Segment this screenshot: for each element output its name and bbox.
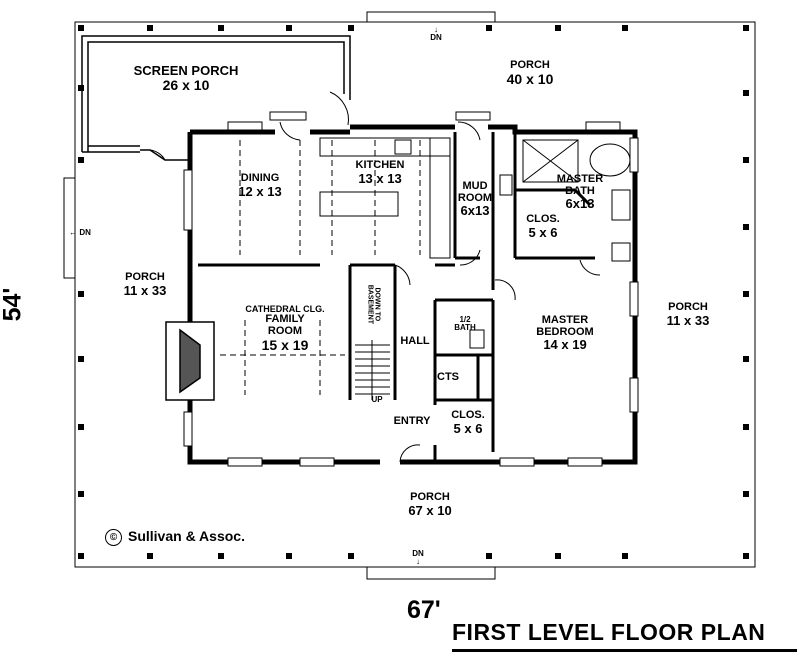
room-name-2: BATH <box>454 323 476 333</box>
room-master-bedroom: MASTER BEDROOM 14 x 19 <box>515 314 615 353</box>
room-entry: ENTRY <box>384 415 440 428</box>
room-size: 12 x 13 <box>238 183 282 199</box>
stairs-up-label: UP <box>362 395 392 404</box>
bath-fixtures <box>469 139 631 349</box>
room-size: 14 x 19 <box>543 337 587 353</box>
down-marker-text: ← DN <box>60 228 100 237</box>
depth-dimension: 54' <box>0 287 27 322</box>
copyright: © Sullivan & Assoc. <box>105 528 245 546</box>
down-marker-text: DN <box>430 33 442 43</box>
down-marker-text: DN <box>412 549 424 558</box>
beam-dashes <box>220 140 421 395</box>
room-porch-left: PORCH 11 x 33 <box>105 271 185 298</box>
plan-title: FIRST LEVEL FLOOR PLAN <box>452 619 766 645</box>
room-size: 26 x 10 <box>162 76 210 93</box>
room-dining: DINING 12 x 13 <box>220 172 300 199</box>
down-text: DN <box>79 228 91 237</box>
left-arrow-icon: ← <box>69 228 78 237</box>
room-name: PORCH <box>410 491 450 503</box>
copyright-icon: © <box>105 528 122 546</box>
room-name: PORCH <box>510 59 550 71</box>
room-mud-room: MUD ROOM 6x13 <box>455 180 495 219</box>
room-size: 11 x 33 <box>666 312 710 328</box>
room-size: 40 x 10 <box>506 70 554 87</box>
room-size: 5 x 6 <box>453 420 483 436</box>
door-swings <box>149 91 601 463</box>
room-family-room: CATHEDRAL CLG. FAMILY ROOM 15 x 19 <box>230 304 340 353</box>
porch-posts <box>78 25 749 559</box>
room-name: MUD <box>462 180 488 192</box>
stairs-down-text-2: BASEMENT <box>366 284 373 324</box>
screen-porch-walls <box>81 35 351 161</box>
room-name: CLOS. <box>526 213 560 225</box>
width-dimension: 67' <box>407 596 441 624</box>
room-porch-bottom: PORCH 67 x 10 <box>390 491 470 518</box>
down-marker-bottom: DN ↓ <box>408 549 428 567</box>
room-name: ENTRY <box>393 415 431 427</box>
room-name: FAMILY <box>265 313 305 326</box>
room-size: 13 x 13 <box>358 170 402 186</box>
down-marker-top: ↓ DN <box>426 25 446 43</box>
room-cts: CTS <box>430 371 466 384</box>
room-name: PORCH <box>668 301 708 313</box>
room-closet-top: CLOS. 5 x 6 <box>518 213 568 240</box>
copyright-text: Sullivan & Assoc. <box>128 528 245 544</box>
room-name: MASTER <box>556 173 604 185</box>
room-half-bath: 1/2 BATH <box>452 315 478 333</box>
room-size: 67 x 10 <box>408 502 452 518</box>
stairs-down-label: DOWN TO BASEMENT <box>366 274 381 334</box>
room-porch-right: PORCH 11 x 33 <box>648 301 728 328</box>
room-name: CLOS. <box>451 409 485 421</box>
room-name-2: ROOM <box>267 324 303 337</box>
room-size: 5 x 6 <box>528 224 558 240</box>
room-name: 1/2 <box>459 315 471 324</box>
fireplace <box>165 321 215 401</box>
down-arrow-icon: ↓ <box>416 557 420 567</box>
porch-steps <box>63 11 496 580</box>
stairs-down-text: DOWN TO <box>373 287 381 322</box>
room-name-2: BEDROOM <box>536 325 594 338</box>
down-marker-left: ← DN <box>60 228 100 237</box>
room-closet-bottom: CLOS. 5 x 6 <box>440 409 496 436</box>
room-name: HALL <box>400 335 430 347</box>
stairs-up-text: UP <box>371 395 383 404</box>
room-size: 11 x 33 <box>123 282 167 298</box>
room-name: PORCH <box>125 271 165 283</box>
room-name-2: BATH <box>565 184 595 197</box>
title-underline <box>452 649 797 652</box>
down-arrow-icon: ↓ <box>434 25 438 34</box>
room-master-bath: MASTER BATH 6x13 <box>545 173 615 212</box>
stairs <box>355 340 390 400</box>
room-name: MASTER <box>541 314 589 326</box>
interior-walls <box>198 132 595 462</box>
room-name: SCREEN PORCH <box>133 63 239 78</box>
room-name: KITCHEN <box>355 159 405 171</box>
room-note: CATHEDRAL CLG. <box>245 304 325 314</box>
room-hall: HALL <box>395 335 435 348</box>
room-size: 15 x 19 <box>261 336 309 353</box>
kitchen-counters <box>319 137 451 259</box>
room-name: CTS <box>437 371 459 383</box>
room-screen-porch: SCREEN PORCH 26 x 10 <box>120 64 252 92</box>
room-kitchen: KITCHEN 13 x 13 <box>340 159 420 186</box>
room-porch-top: PORCH 40 x 10 <box>480 59 580 87</box>
room-name-2: ROOM <box>457 191 493 204</box>
windows <box>183 111 639 467</box>
room-size: 6x13 <box>460 203 490 219</box>
room-size: 6x13 <box>565 196 595 212</box>
room-name: DINING <box>240 172 280 184</box>
